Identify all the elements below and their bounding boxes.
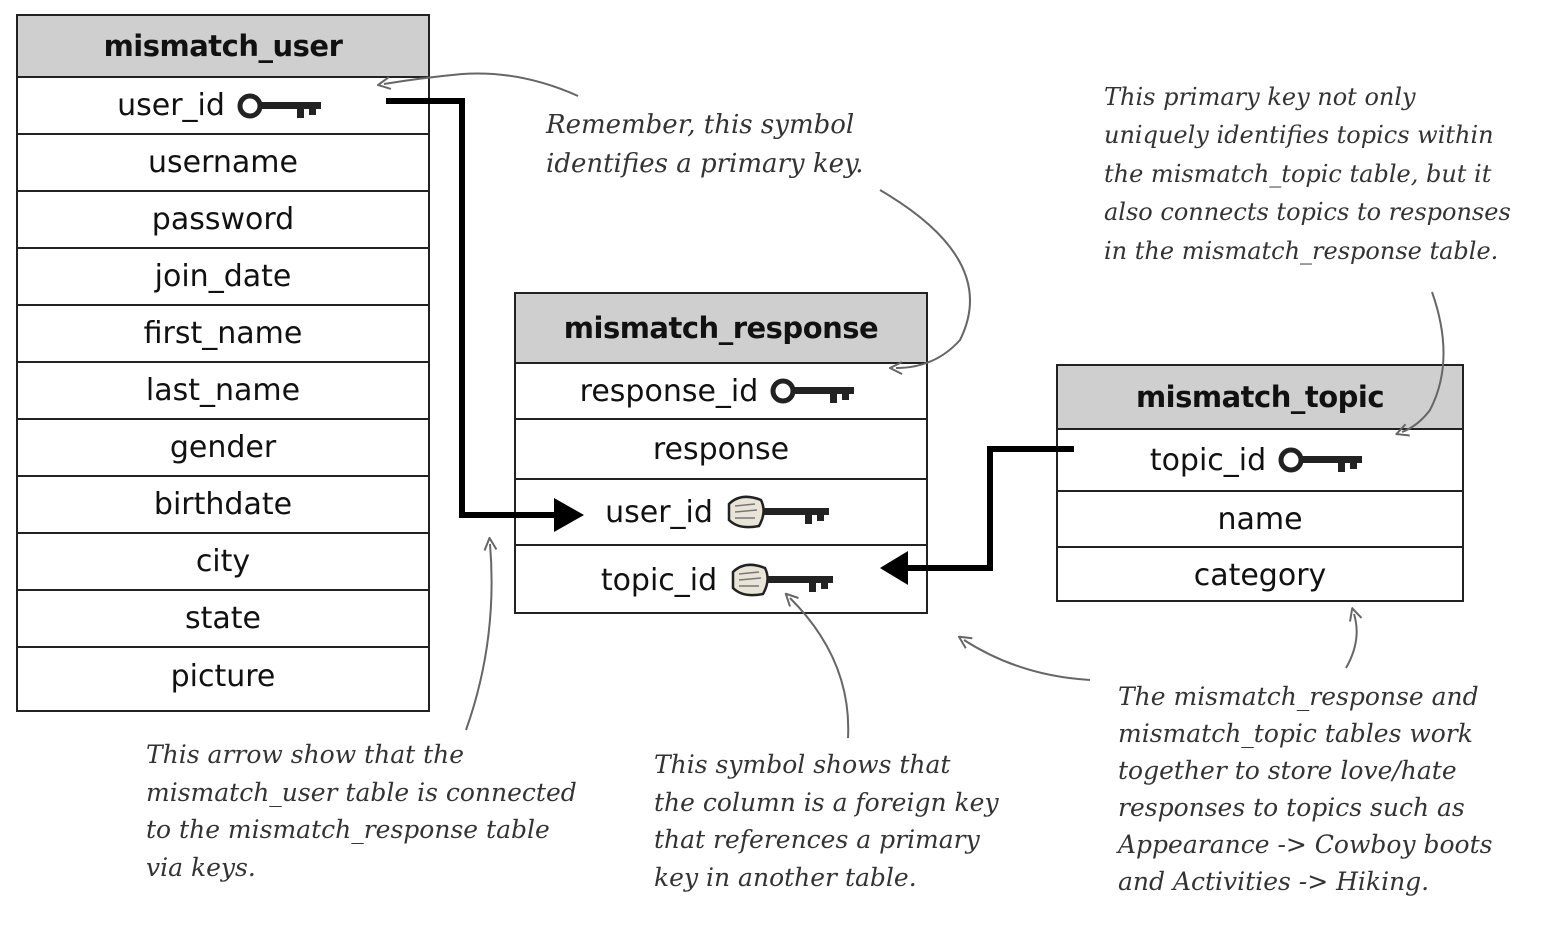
table-row: name	[1058, 492, 1462, 548]
column-name: first_name	[143, 316, 303, 351]
table-row: birthdate	[18, 477, 428, 534]
table-row: password	[18, 192, 428, 249]
note-foreign-key-symbol: This symbol shows that the column is a f…	[654, 750, 999, 892]
column-name: username	[148, 145, 298, 180]
column-name: topic_id	[600, 562, 718, 598]
primary-key-icon	[770, 378, 855, 404]
table-row: response	[516, 420, 926, 480]
table-row: first_name	[18, 306, 428, 363]
table-row: response_id	[516, 364, 926, 420]
column-name: join_date	[154, 259, 292, 294]
table-row: join_date	[18, 249, 428, 306]
note-topic-primary-key: This primary key not only uniquely ident…	[1104, 83, 1511, 265]
table-row: picture	[18, 648, 428, 705]
annotation-arrow	[1345, 614, 1357, 669]
column-name: response	[652, 431, 790, 467]
column-name: birthdate	[153, 487, 293, 522]
column-name: password	[151, 202, 295, 237]
note-tables-work-together: The mismatch_response and mismatch_topic…	[1118, 682, 1493, 896]
foreign-key-icon	[731, 563, 834, 597]
column-name: user_id	[605, 494, 713, 530]
annotation-arrow	[465, 544, 492, 731]
note-primary-key-symbol: Remember, this symbol identifies a prima…	[546, 110, 864, 179]
relationship-connector-topic	[906, 446, 1074, 571]
column-name: category	[1193, 557, 1327, 593]
table-mismatch-user: mismatch_user user_id username password …	[16, 14, 430, 712]
column-name: city	[195, 544, 251, 579]
table-row: city	[18, 534, 428, 591]
column-name: picture	[170, 659, 276, 694]
annotation-arrow	[790, 598, 850, 739]
table-row: last_name	[18, 363, 428, 420]
table-row: topic_id	[1058, 430, 1462, 492]
note-arrow-meaning: This arrow show that the mismatch_user t…	[146, 740, 577, 882]
table-row: gender	[18, 420, 428, 477]
column-name: name	[1217, 501, 1303, 537]
primary-key-icon	[1278, 447, 1363, 473]
table-row: topic_id	[516, 546, 926, 614]
table-row: user_id	[18, 78, 428, 135]
table-row: state	[18, 591, 428, 648]
table-mismatch-topic: mismatch_topic topic_id name category	[1056, 364, 1464, 602]
table-title: mismatch_user	[18, 16, 428, 78]
primary-key-icon	[237, 93, 321, 118]
column-name: state	[185, 601, 261, 636]
table-row: category	[1058, 548, 1462, 602]
table-mismatch-response: mismatch_response response_id response u…	[514, 292, 928, 614]
column-name: user_id	[117, 88, 225, 123]
column-name: response_id	[579, 373, 759, 409]
table-title: mismatch_response	[516, 294, 926, 364]
foreign-key-icon	[727, 495, 829, 529]
table-title: mismatch_topic	[1058, 366, 1462, 430]
annotation-arrow	[964, 640, 1091, 681]
column-name: topic_id	[1149, 442, 1267, 478]
table-row: user_id	[516, 480, 926, 546]
table-row: username	[18, 135, 428, 192]
column-name: last_name	[145, 373, 301, 408]
column-name: gender	[169, 430, 277, 465]
